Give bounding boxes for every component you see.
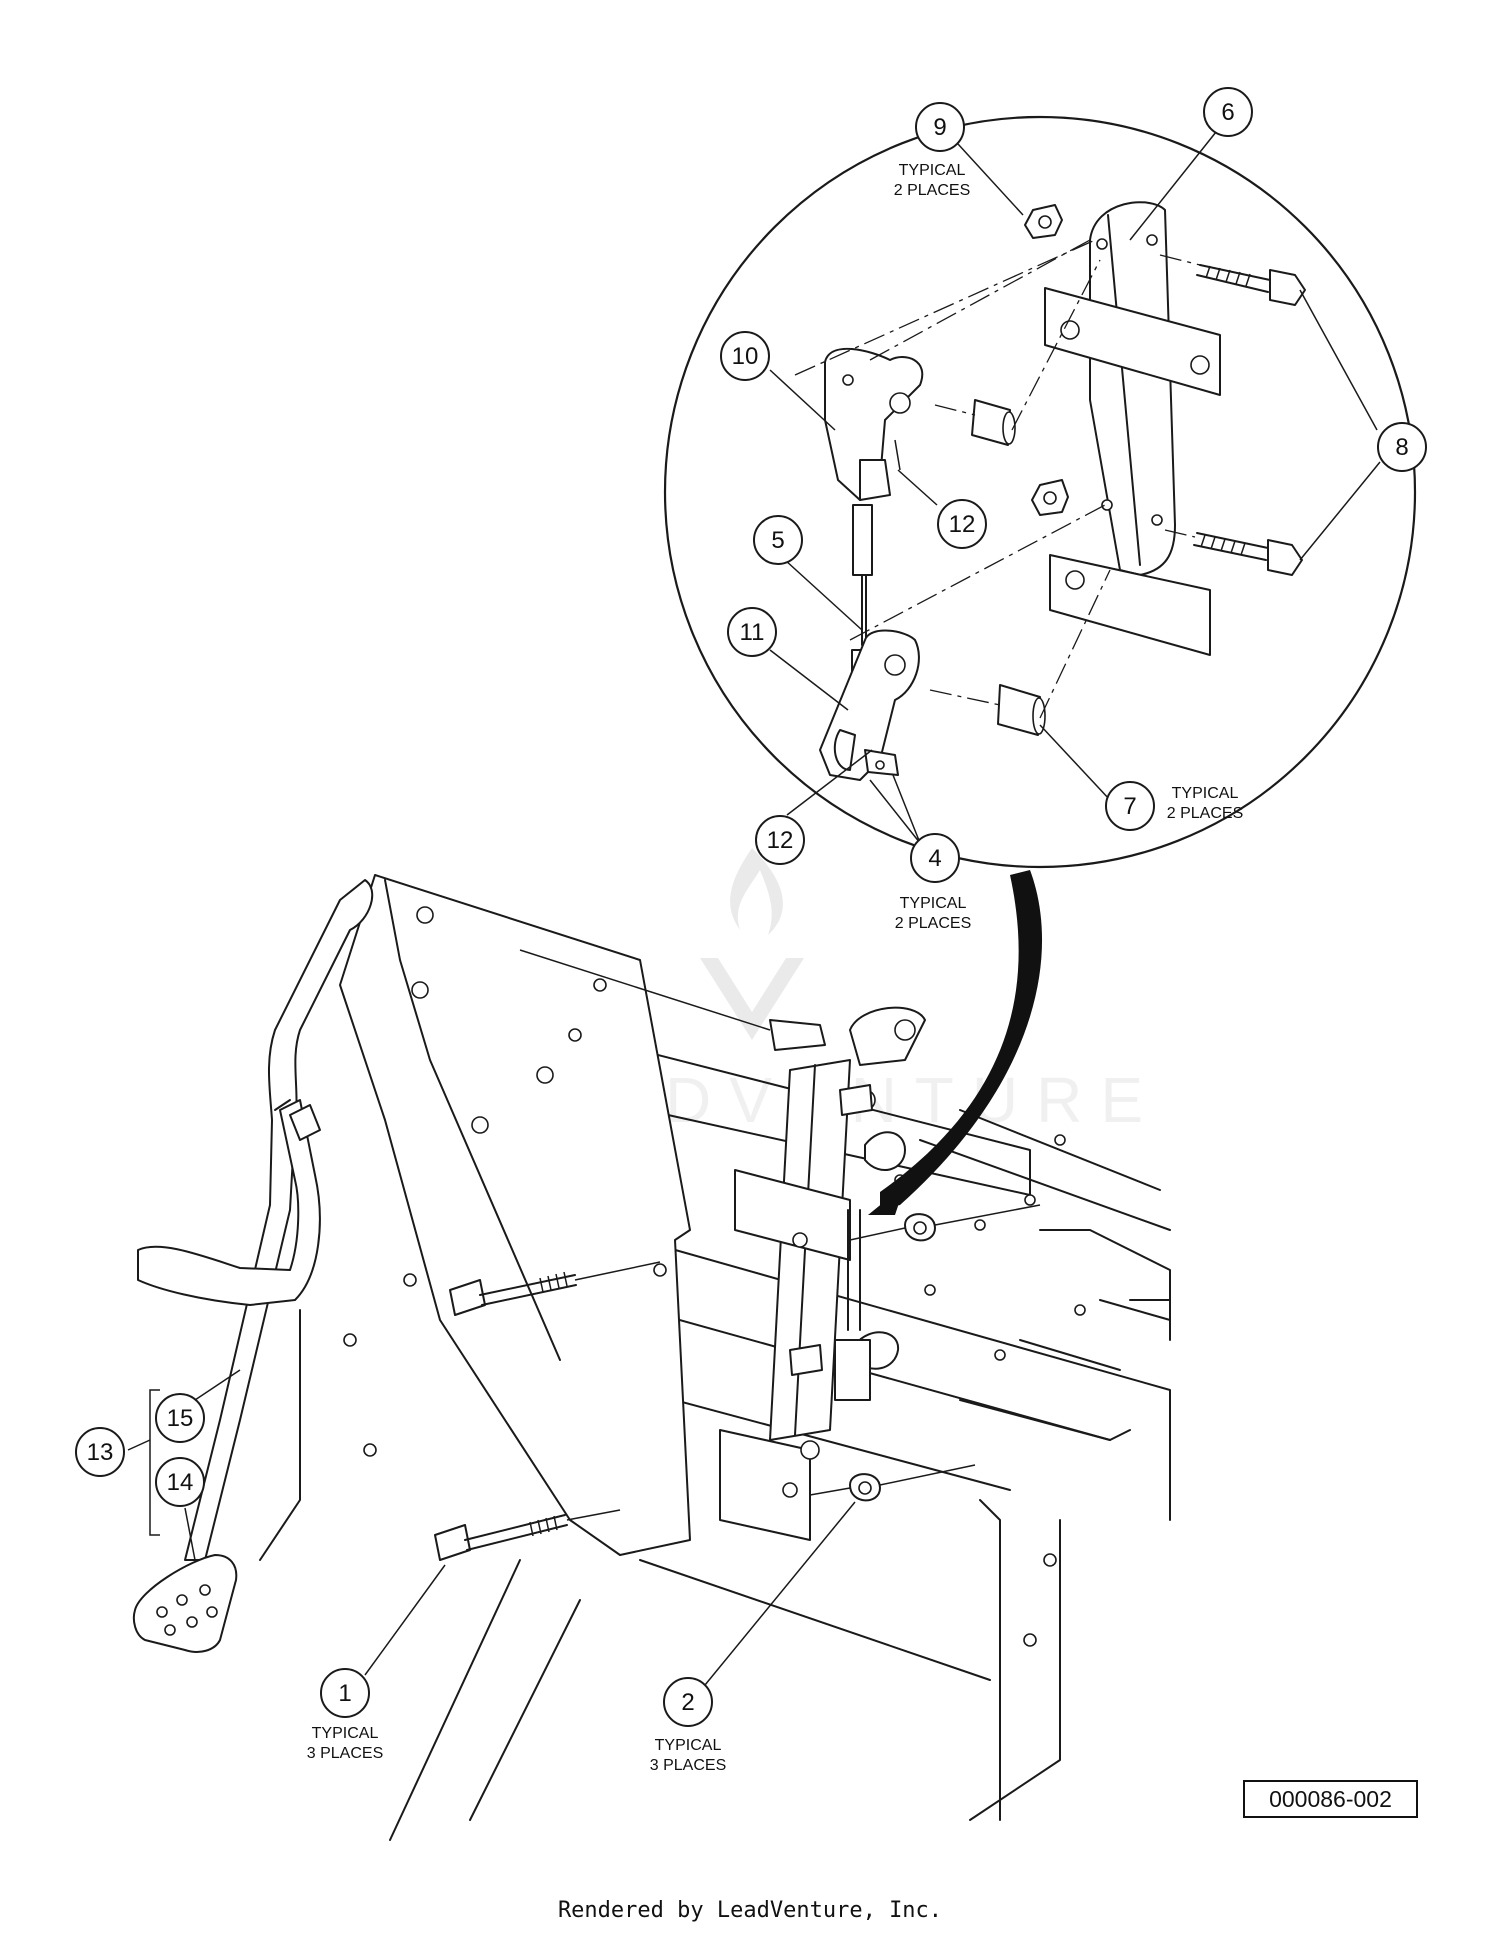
callout-note: 2 PLACES bbox=[894, 182, 970, 199]
callout-15: 15 bbox=[155, 1393, 205, 1443]
callout-number: 12 bbox=[949, 511, 976, 538]
detail-arrow-head bbox=[868, 1185, 905, 1215]
callout-note: 2 PLACES bbox=[1167, 805, 1243, 822]
callout-number: 11 bbox=[740, 619, 765, 646]
frame-assembly bbox=[339, 874, 1171, 1841]
pedal-lever bbox=[132, 879, 374, 1653]
callout-5: 5 bbox=[753, 515, 803, 565]
callout-10: 10 bbox=[720, 331, 770, 381]
callout-1: 1 TYPICAL 3 PLACES bbox=[307, 1668, 383, 1762]
callout-note: TYPICAL bbox=[1172, 785, 1239, 802]
render-credit: Rendered by LeadVenture, Inc. bbox=[557, 1898, 943, 1923]
detail-arrow bbox=[880, 870, 1043, 1210]
detail-view bbox=[663, 115, 1417, 869]
callout-number: 4 bbox=[928, 845, 941, 872]
callout-note: TYPICAL bbox=[312, 1725, 379, 1742]
callout-number: 15 bbox=[167, 1405, 194, 1432]
callout-number: 6 bbox=[1221, 99, 1234, 126]
callout-12-lower: 12 bbox=[755, 815, 805, 865]
callout-note: 3 PLACES bbox=[307, 1745, 383, 1762]
callout-11: 11 bbox=[727, 607, 777, 657]
callout-7: 7 TYPICAL 2 PLACES bbox=[1105, 781, 1243, 831]
callout-13: 13 bbox=[75, 1427, 125, 1477]
callout-6: 6 bbox=[1203, 87, 1253, 137]
callout-number: 5 bbox=[771, 527, 784, 554]
flame-logo-icon bbox=[730, 848, 783, 935]
callout-number: 8 bbox=[1395, 434, 1408, 461]
callout-number: 2 bbox=[681, 1689, 694, 1716]
callout-9: 9 TYPICAL 2 PLACES bbox=[894, 102, 970, 199]
callout-note: 2 PLACES bbox=[895, 915, 971, 932]
callout-note: TYPICAL bbox=[900, 895, 967, 912]
leader-lines bbox=[127, 131, 1381, 1686]
callout-number: 14 bbox=[167, 1469, 194, 1496]
callout-4: 4 TYPICAL 2 PLACES bbox=[895, 833, 971, 932]
callout-number: 9 bbox=[933, 114, 946, 141]
callout-number: 13 bbox=[87, 1439, 114, 1466]
callout-number: 7 bbox=[1123, 793, 1136, 820]
callout-12-upper: 12 bbox=[937, 499, 987, 549]
v-logo-icon bbox=[700, 958, 804, 1040]
callout-note: TYPICAL bbox=[655, 1737, 722, 1754]
callout-note: 3 PLACES bbox=[650, 1757, 726, 1774]
callout-2: 2 TYPICAL 3 PLACES bbox=[650, 1677, 726, 1774]
callout-14: 14 bbox=[155, 1457, 205, 1507]
callout-number: 10 bbox=[732, 343, 759, 370]
callout-number: 1 bbox=[338, 1680, 351, 1707]
diagram-id-label: 000086-002 bbox=[1243, 1780, 1418, 1818]
callout-number: 12 bbox=[767, 827, 794, 854]
callout-8: 8 bbox=[1377, 422, 1427, 472]
callout-note: TYPICAL bbox=[899, 162, 966, 179]
